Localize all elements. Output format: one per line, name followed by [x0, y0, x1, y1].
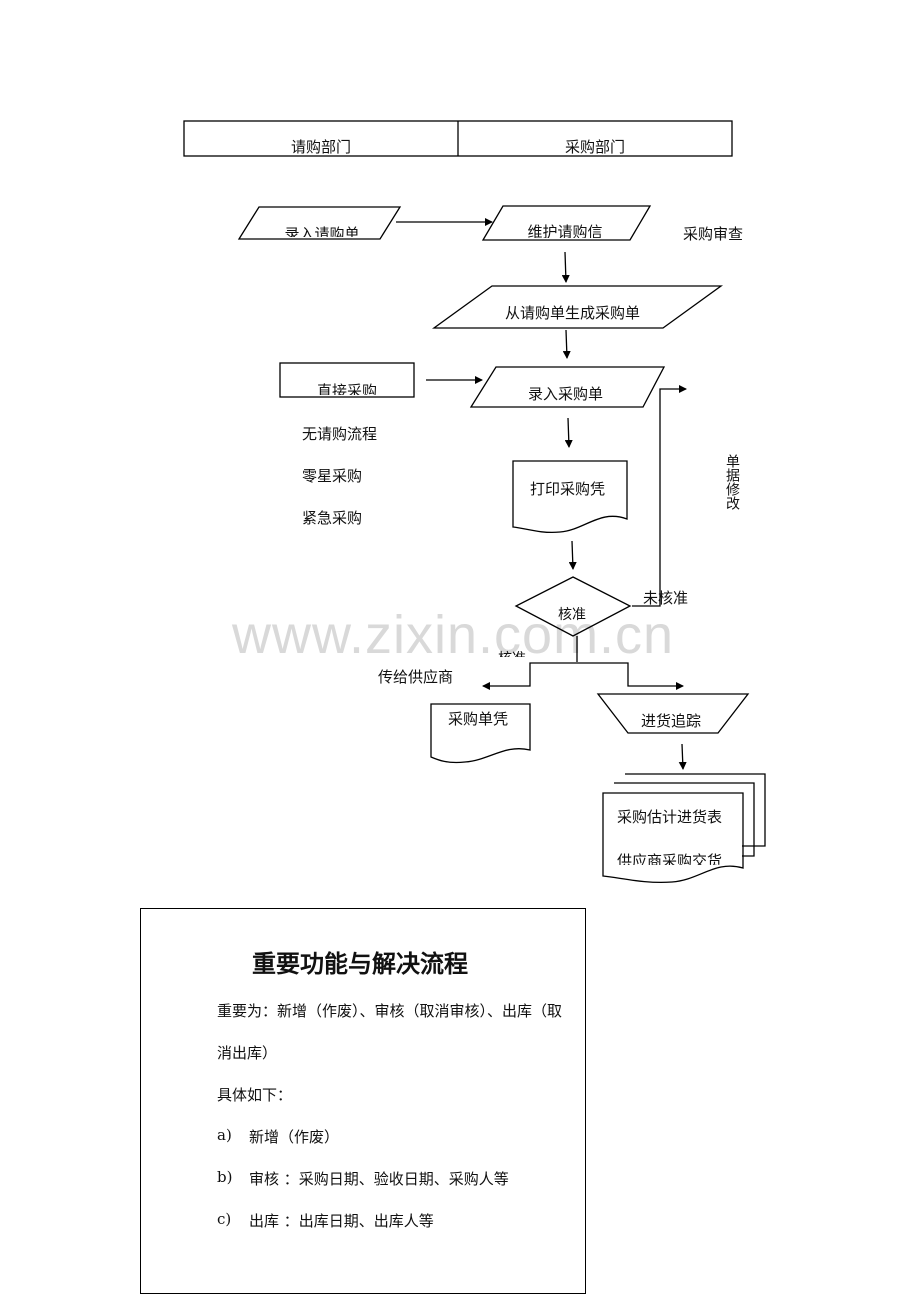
generate-po-label: 从请购单生成采购单	[505, 304, 641, 322]
send-supplier-label: 传给供应商	[378, 668, 454, 686]
not-approved-label: 未核准	[643, 589, 689, 607]
detail-heading: 具体如下：	[217, 1086, 293, 1104]
header-label-left-clip: 请购部门	[184, 137, 458, 155]
enter-requisition-shape	[237, 206, 402, 240]
watermark: www.zixin.com.cn	[232, 605, 675, 665]
generate-po-shape	[431, 285, 724, 329]
report-doc-front	[602, 792, 744, 884]
item-marker-c: c)	[217, 1210, 232, 1228]
header-label-purchasing-dept: 采购部门	[564, 138, 625, 155]
purchase-review-label: 采购审查	[683, 225, 744, 243]
arrow-tracking-to-report	[678, 743, 687, 770]
report-label-2: 供应商采购交货	[617, 852, 723, 866]
print-voucher-label: 打印采购凭	[530, 480, 606, 498]
direct-purchase-label: 直接采购	[316, 382, 377, 396]
report-label-1: 采购估计进货表	[617, 808, 723, 826]
enter-po-label: 录入采购单	[528, 385, 604, 403]
direct-purchase-shape	[279, 362, 415, 398]
enter-requisition-label: 录入请购单	[284, 225, 360, 238]
header-label-requisition-dept: 请购部门	[290, 138, 351, 155]
report-doc-middle	[614, 782, 755, 857]
arrow-to-tracking	[577, 662, 684, 690]
arrow-enter-to-print	[564, 417, 573, 448]
print-voucher-shape	[512, 460, 628, 534]
intro-line-2: 消出库）	[217, 1044, 278, 1062]
arrow-maintain-to-generate	[561, 251, 570, 283]
approve-diamond	[514, 576, 632, 637]
direct-purchase-clip: 直接采购	[282, 381, 412, 396]
item-text-a: 新增（作废）	[249, 1128, 340, 1146]
tracking-label: 进货追踪	[641, 712, 702, 730]
arrow-to-supplier	[482, 662, 577, 690]
approved-label: 核准	[498, 651, 526, 657]
section-title: 重要功能与解决流程	[252, 949, 468, 978]
note-sporadic: 零星采购	[302, 467, 363, 485]
item-text-c: 出库 ：出库日期、出库人等	[249, 1212, 434, 1230]
note-no-requisition: 无请购流程	[302, 425, 378, 443]
arrow-generate-to-enter	[562, 329, 571, 359]
enter-requisition-clip: 录入请购单	[262, 224, 382, 238]
arrow-not-approved-loop	[632, 385, 687, 607]
item-marker-a: a)	[217, 1126, 232, 1144]
enter-po-shape	[469, 366, 666, 408]
functions-section	[140, 908, 586, 1294]
intro-line-1: 重要为：新增（作废）、审核（取消审核）、出库（取	[217, 1002, 563, 1020]
approve-decision-label: 核准	[558, 607, 586, 623]
tracking-shape	[596, 693, 750, 734]
arrow-print-to-approve	[568, 540, 577, 570]
report-label-2-clip: 供应商采购交货	[617, 851, 737, 866]
item-text-b: 审核 ：采购日期、验收日期、采购人等	[249, 1170, 509, 1188]
header-label-right-clip: 采购部门	[458, 137, 732, 155]
approved-clip: 核准	[498, 648, 532, 657]
maintain-requisition-label: 维护请购信	[527, 223, 603, 239]
revise-label: 单据修改	[724, 454, 740, 510]
maintain-requisition-clip: 维护请购信	[505, 222, 625, 239]
maintain-requisition-shape	[481, 205, 652, 241]
po-voucher-label: 采购单凭	[448, 710, 509, 728]
note-urgent: 紧急采购	[302, 509, 363, 527]
po-voucher-shape	[430, 703, 531, 764]
item-marker-b: b)	[217, 1168, 233, 1186]
